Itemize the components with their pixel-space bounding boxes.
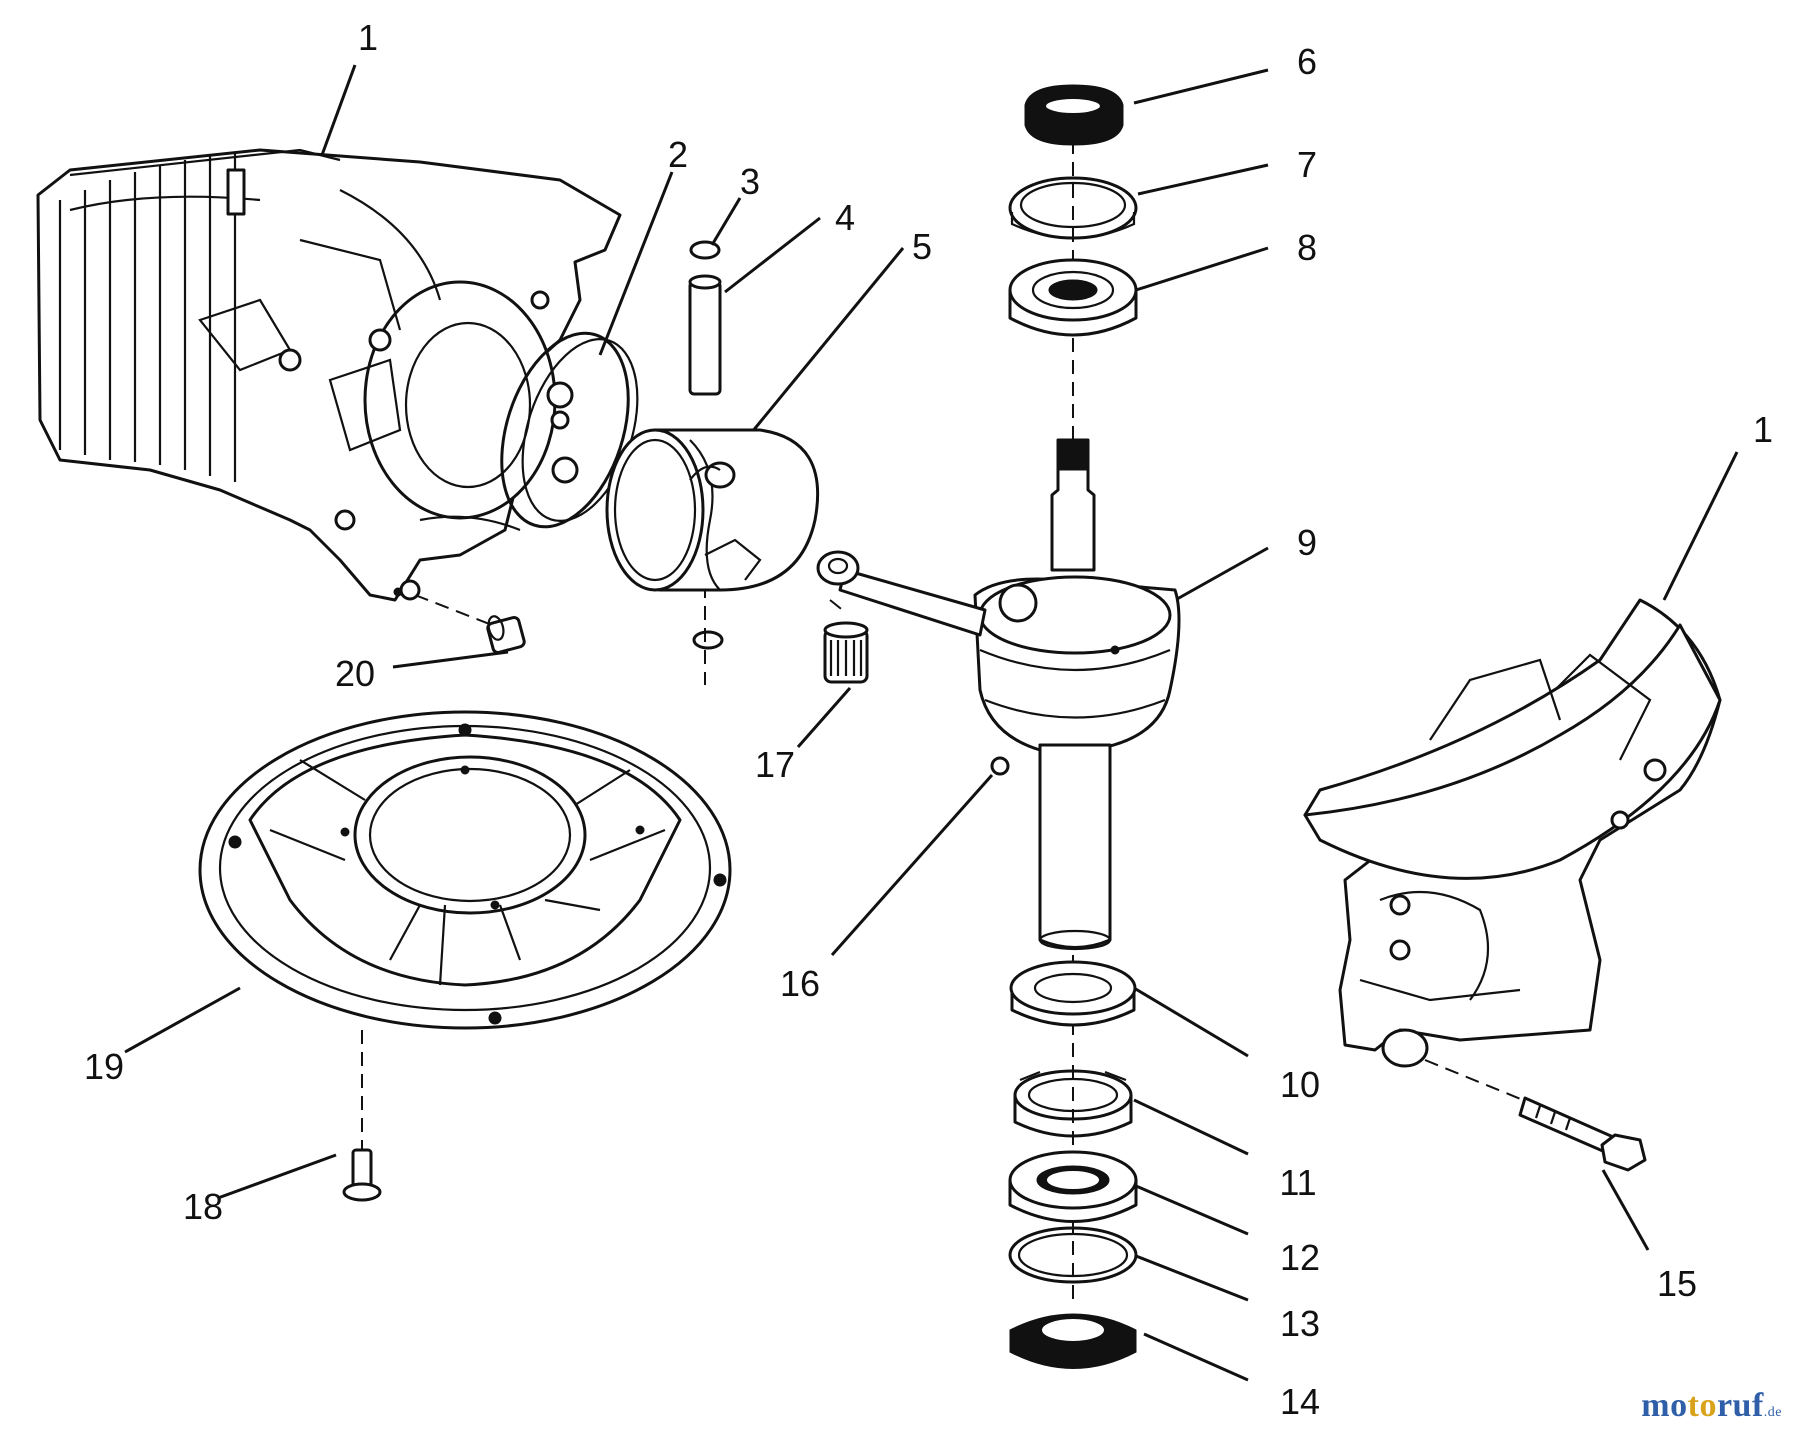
leader-1-cylinder — [320, 64, 357, 156]
bolt-15 — [1518, 1096, 1647, 1172]
callout-6-oil-seal: 6 — [1296, 41, 1318, 82]
leader-9-crankshaft — [1169, 546, 1269, 605]
piston — [605, 428, 820, 592]
screw-18 — [342, 1148, 382, 1202]
leader-6-seal — [1133, 68, 1269, 105]
crankshaft — [973, 438, 1181, 951]
watermark-part-mo: mo — [1641, 1387, 1688, 1424]
leader-12 — [1135, 1184, 1249, 1236]
connecting-rod — [816, 550, 987, 637]
callout-5-piston: 5 — [911, 226, 933, 267]
leader-11 — [1133, 1098, 1249, 1156]
clips — [689, 240, 724, 650]
leader-13 — [1135, 1254, 1249, 1302]
lower-bearing-12 — [1008, 1150, 1138, 1223]
leader-4-pin — [724, 216, 821, 294]
watermark-part-to: to — [1687, 1387, 1717, 1424]
callout-4-wrist-pin: 4 — [834, 197, 856, 238]
callout-14: 14 — [1279, 1381, 1321, 1422]
ball-16 — [990, 756, 1010, 776]
leader-10 — [1133, 986, 1249, 1058]
callout-13: 13 — [1279, 1303, 1321, 1344]
leader-14 — [1143, 1332, 1249, 1382]
leader-19 — [124, 986, 241, 1054]
cylinder-block — [36, 148, 622, 602]
flange-plate — [198, 710, 732, 1030]
leader-16 — [830, 774, 994, 956]
lower-spring-11 — [1013, 1069, 1133, 1138]
oil-seal-top — [1024, 84, 1124, 146]
callout-1-crankcase-half: 1 — [1752, 409, 1774, 450]
leader-7-ring — [1137, 163, 1269, 196]
callout-15: 15 — [1656, 1263, 1698, 1304]
retaining-ring-top — [1008, 176, 1138, 240]
lower-seal-10 — [1009, 960, 1137, 1027]
lower-ring-13 — [1008, 1226, 1138, 1284]
bearing-top — [1008, 258, 1138, 337]
callout-20: 20 — [334, 653, 376, 694]
leader-1-right-housing — [1662, 451, 1739, 601]
leader-15 — [1601, 1169, 1650, 1251]
callout-11: 11 — [1279, 1162, 1317, 1203]
callout-7-retaining-ring: 7 — [1296, 144, 1318, 185]
callout-1-cylinder: 1 — [357, 17, 379, 58]
crankcase-half — [1303, 598, 1722, 1068]
leader-20 — [392, 650, 509, 669]
callout-12: 12 — [1279, 1237, 1321, 1278]
motoruf-watermark: motoruf.de — [1641, 1387, 1782, 1425]
plug-20 — [486, 615, 526, 655]
callout-16: 16 — [779, 963, 821, 1004]
leader-3-clip — [710, 197, 742, 246]
wrist-pin — [688, 274, 722, 396]
callout-2-piston-rings: 2 — [667, 134, 689, 175]
callout-17: 17 — [754, 744, 796, 785]
leader-2-rings — [598, 171, 674, 356]
leader-5-piston — [750, 247, 905, 433]
callout-8-bearing: 8 — [1296, 227, 1318, 268]
leader-17 — [796, 687, 852, 748]
needle-bearing — [823, 621, 869, 684]
watermark-suffix: .de — [1763, 1405, 1782, 1420]
callout-19: 19 — [83, 1046, 125, 1087]
leader-8-bearing — [1135, 246, 1269, 292]
callout-3-clip: 3 — [739, 161, 761, 202]
callout-18: 18 — [182, 1186, 224, 1227]
lower-oil-seal-14 — [1009, 1313, 1137, 1369]
leader-18 — [217, 1153, 337, 1200]
leader-lines — [124, 64, 1739, 1382]
callout-10: 10 — [1279, 1064, 1321, 1105]
callout-9-crankshaft: 9 — [1296, 522, 1318, 563]
watermark-part-ruf: ruf — [1716, 1387, 1764, 1424]
